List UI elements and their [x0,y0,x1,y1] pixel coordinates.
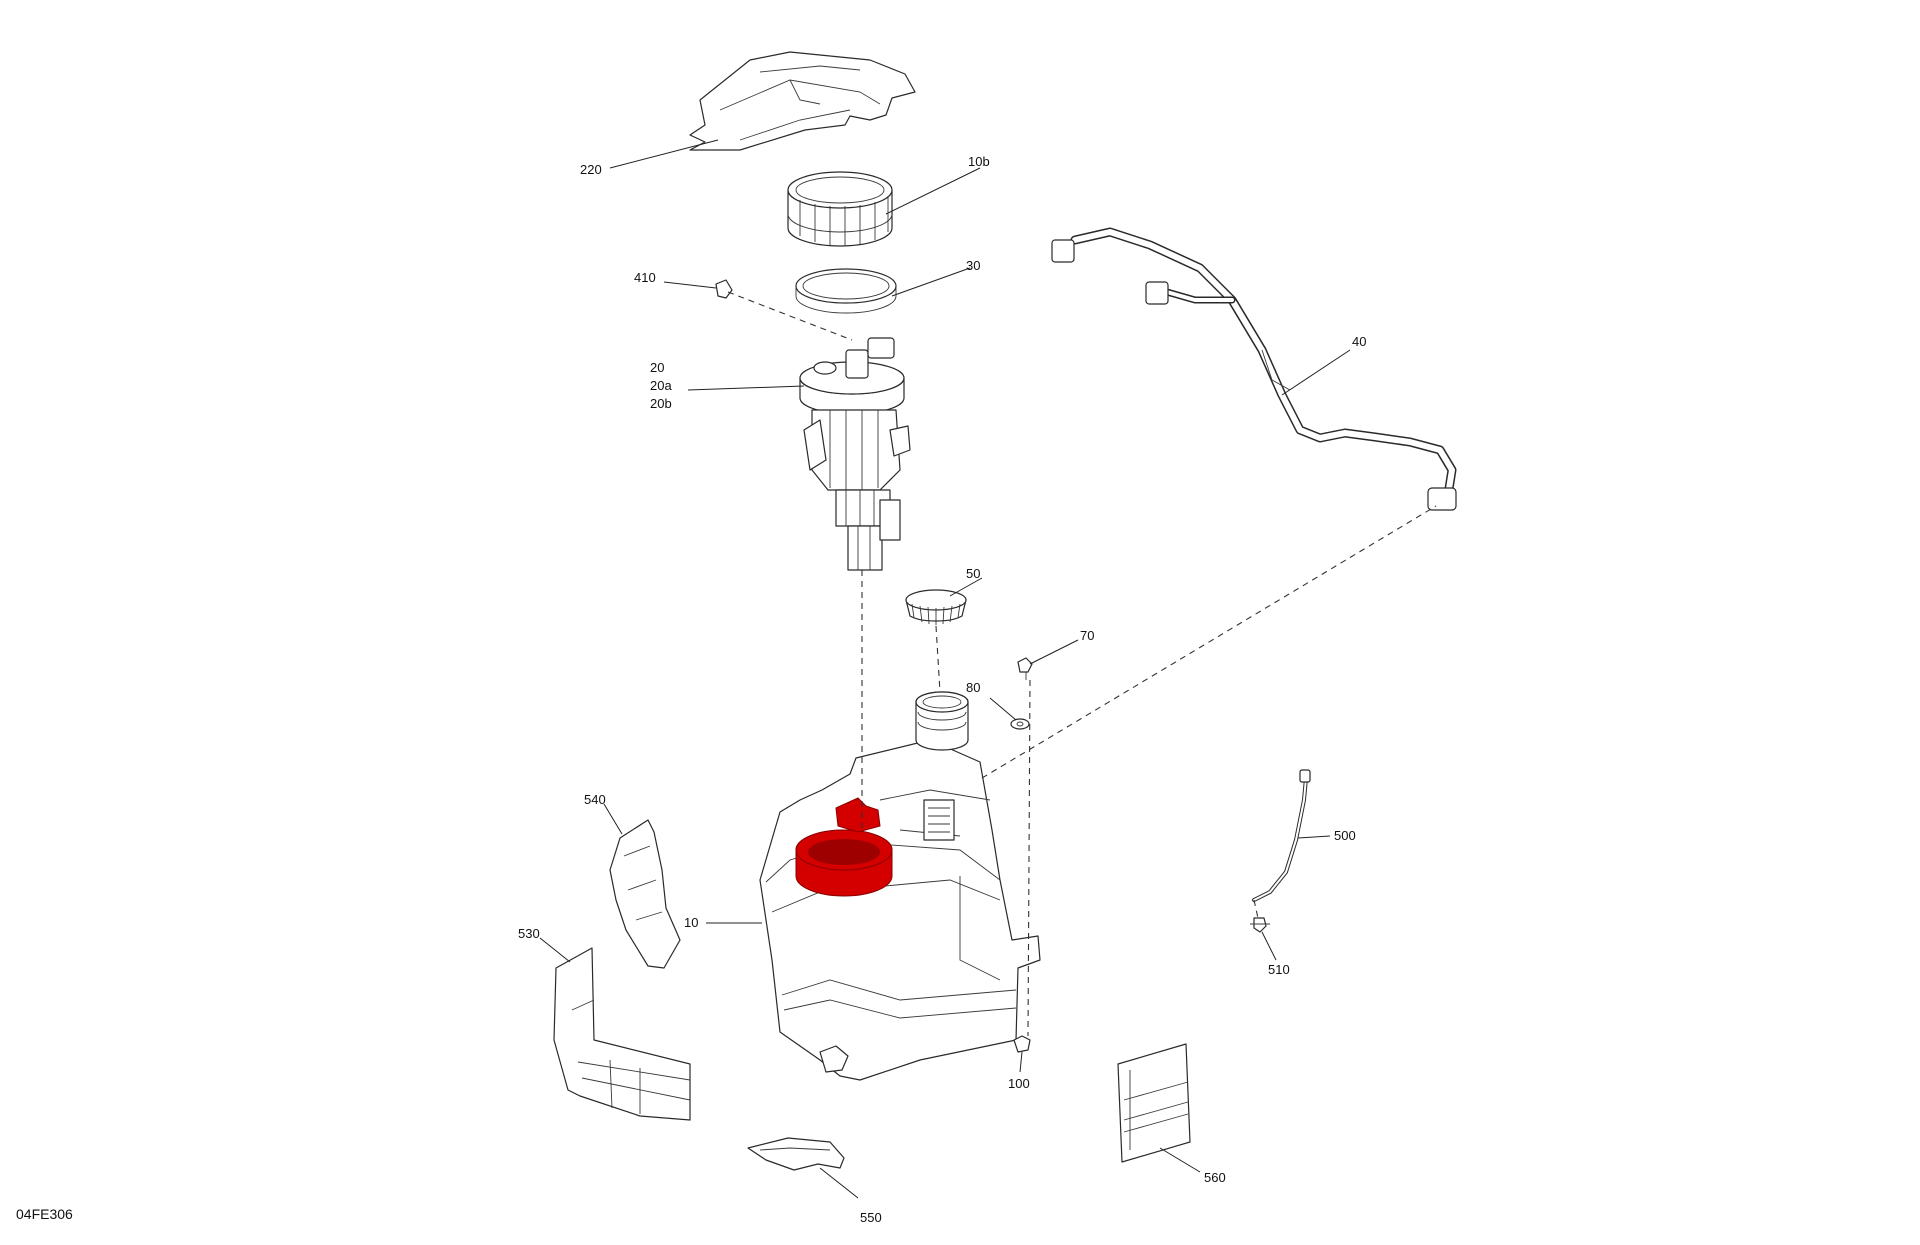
part-70-bolt[interactable] [1017,657,1033,680]
part-220-heat-shield[interactable] [689,51,916,151]
part-410-clip[interactable] [715,279,733,299]
part-500-vent-hose[interactable] [1252,769,1311,902]
callout-560: 560 [1204,1170,1226,1185]
assembly-lines [727,291,1437,1037]
leader-lines [539,139,1351,1199]
part-100-nut[interactable] [1013,1035,1031,1053]
callout-20b: 20b [650,396,672,411]
callout-20a: 20a [650,378,672,393]
callout-100: 100 [1008,1076,1030,1091]
callout-80: 80 [966,680,980,695]
part-540-shield[interactable] [609,819,681,969]
callout-540: 540 [584,792,606,807]
part-10-fuel-tank[interactable] [759,691,1041,1081]
part-560-pad[interactable] [1117,1043,1191,1163]
figure-code: 04FE306 [16,1206,73,1222]
part-30-gasket[interactable] [795,268,897,314]
part-510-clamp[interactable] [1250,917,1270,933]
part-10b-lock-ring[interactable] [787,171,893,247]
callout-30: 30 [966,258,980,273]
part-80-washer[interactable] [1010,718,1030,730]
callout-220: 220 [580,162,602,177]
callout-500: 500 [1334,828,1356,843]
part-10b-highlight [795,797,893,897]
part-20-fuel-pump-module[interactable] [799,337,911,571]
callout-labels: 220 10b 30 410 20 20a 20b 40 50 70 80 54… [518,154,1366,1225]
callout-410: 410 [634,270,656,285]
part-550-bracket[interactable] [747,1137,845,1171]
callout-10: 10 [684,915,698,930]
part-50-filler-cap[interactable] [905,589,967,625]
callout-10b: 10b [968,154,990,169]
callout-70: 70 [1080,628,1094,643]
part-530-shield[interactable] [553,947,691,1121]
callout-40: 40 [1352,334,1366,349]
part-40-wiring-harness[interactable] [1051,227,1457,511]
callout-550: 550 [860,1210,882,1225]
callout-20: 20 [650,360,664,375]
callout-50: 50 [966,566,980,581]
callout-530: 530 [518,926,540,941]
callout-510: 510 [1268,962,1290,977]
